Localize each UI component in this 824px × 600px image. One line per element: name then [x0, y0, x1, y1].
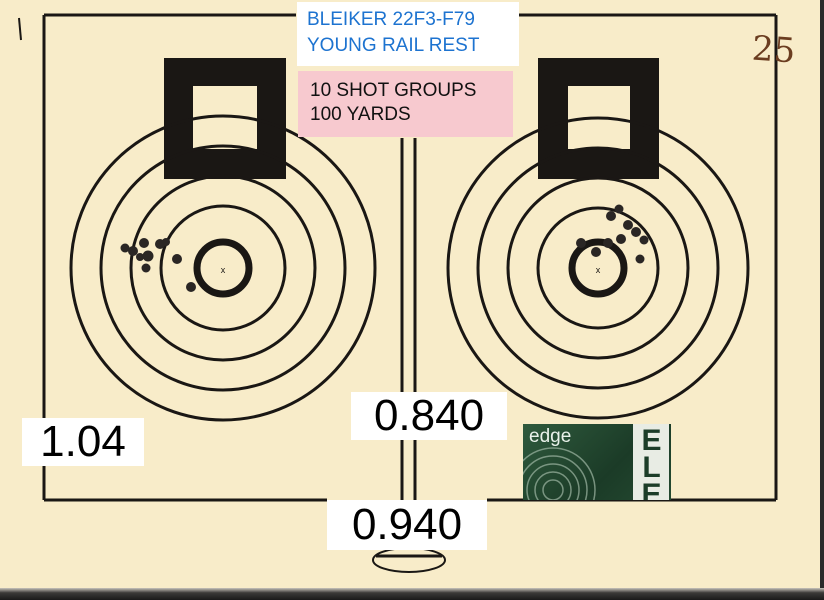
- scanner-edge: [0, 588, 824, 600]
- right-shot-group: [576, 204, 649, 264]
- handwritten-note: 25: [750, 28, 797, 72]
- right-center-mark: x: [596, 265, 601, 275]
- distance: 100 YARDS: [310, 104, 411, 125]
- foundation-emblem: [372, 547, 446, 573]
- rest-type: YOUNG RAIL REST: [307, 35, 480, 56]
- target-frame: [42, 13, 778, 502]
- left-center-mark: x: [221, 265, 226, 275]
- rifle-label: BLEIKER 22F3-F79 YOUNG RAIL REST: [297, 2, 519, 66]
- left-group-size: 1.04: [22, 418, 144, 466]
- right-target: x: [446, 58, 750, 420]
- ammo-sticker: edge ELEY: [523, 424, 671, 500]
- sticker-rings-graphic: [523, 447, 596, 500]
- test-info-label: 10 SHOT GROUPS 100 YARDS: [298, 71, 513, 137]
- ammo-brand: ELEY: [633, 424, 669, 500]
- right-scoring-rings: [446, 116, 750, 420]
- left-scoring-rings: [69, 114, 377, 422]
- left-target: x: [69, 58, 377, 422]
- ammo-type: edge: [529, 426, 572, 447]
- rifle-model: BLEIKER 22F3-F79: [307, 9, 475, 30]
- left-shot-group: [120, 238, 196, 292]
- average-group-size: 0.940: [327, 500, 487, 550]
- pen-tick-mark: [18, 17, 22, 41]
- right-group-size: 0.840: [351, 392, 507, 440]
- shot-count: 10 SHOT GROUPS: [310, 80, 477, 101]
